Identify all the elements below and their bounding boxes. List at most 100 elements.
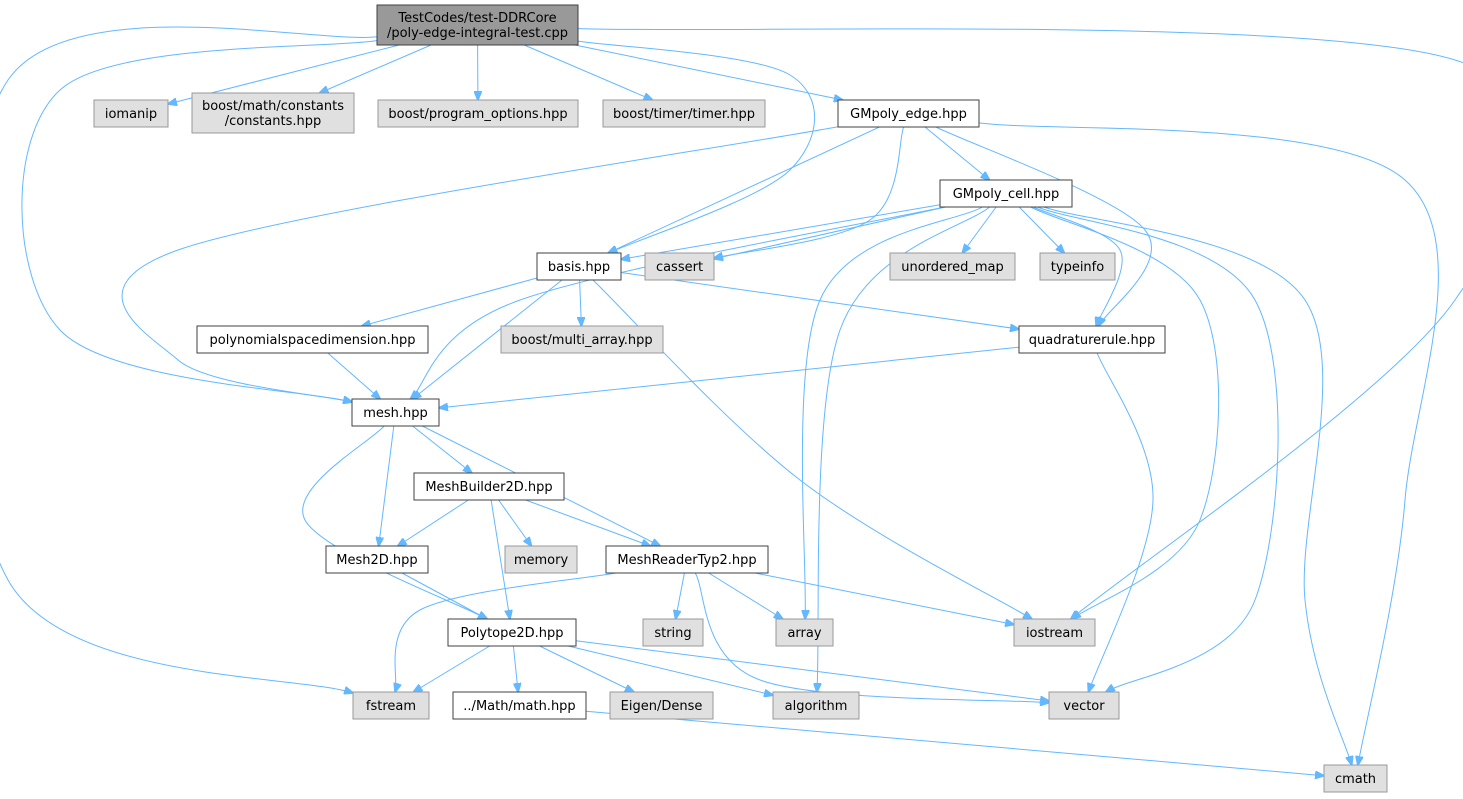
node-label-typeinfo: typeinfo xyxy=(1051,260,1104,275)
node-label-cmath: cmath xyxy=(1335,772,1376,787)
node-label-constants: /constants.hpp xyxy=(225,114,322,129)
node-box-constants xyxy=(191,92,355,134)
node-label-eigen: Eigen/Dense xyxy=(621,699,703,714)
edge-gmpoly_cell-to-cmath xyxy=(1043,206,1352,765)
node-root: TestCodes/test-DDRCore/poly-edge-integra… xyxy=(376,4,579,46)
node-eigen: Eigen/Dense xyxy=(609,691,714,720)
node-box-mesh xyxy=(351,398,440,427)
node-box-iomanip xyxy=(93,99,169,128)
node-meshreader[interactable]: MeshReaderTyp2.hpp xyxy=(605,545,769,574)
node-label-string: string xyxy=(654,626,691,641)
edge-meshreader-to-string xyxy=(676,572,685,619)
node-mesh2d[interactable]: Mesh2D.hpp xyxy=(325,545,429,574)
edge-meshbuilder-to-mesh2d xyxy=(398,499,469,546)
edge-polyspacedim-to-mesh xyxy=(327,352,380,399)
node-program_options: boost/program_options.hpp xyxy=(377,99,579,128)
node-label-iomanip: iomanip xyxy=(105,107,157,122)
node-array: array xyxy=(775,618,834,647)
edge-root-to-timer xyxy=(524,44,652,100)
node-unordered_map: unordered_map xyxy=(889,252,1016,281)
node-label-quadrature: quadraturerule.hpp xyxy=(1029,333,1155,348)
node-box-fstream xyxy=(352,691,430,720)
nodes-layer: TestCodes/test-DDRCore/poly-edge-integra… xyxy=(93,4,1388,793)
edge-gmpoly_edge-to-cmath xyxy=(978,122,1439,765)
edge-polytope-to-fstream xyxy=(413,645,490,692)
node-label-polytope: Polytope2D.hpp xyxy=(460,626,563,641)
node-box-gmpoly_cell xyxy=(939,179,1073,208)
node-label-memory: memory xyxy=(514,553,569,568)
node-algorithm: algorithm xyxy=(772,691,860,720)
node-constants: boost/math/constants/constants.hpp xyxy=(191,92,355,134)
node-string: string xyxy=(642,618,704,647)
edge-gmpoly_cell-to-cassert xyxy=(714,206,946,259)
edge-mathhpp-to-cmath xyxy=(585,710,1324,775)
node-label-unordered_map: unordered_map xyxy=(901,260,1004,275)
node-box-cmath xyxy=(1323,764,1388,793)
edge-gmpoly_edge-to-gmpoly_cell xyxy=(924,126,990,180)
node-mesh[interactable]: mesh.hpp xyxy=(351,398,440,427)
node-gmpoly_edge[interactable]: GMpoly_edge.hpp xyxy=(837,99,980,128)
node-timer: boost/timer/timer.hpp xyxy=(602,99,766,128)
node-multi_array: boost/multi_array.hpp xyxy=(500,325,664,354)
node-box-unordered_map xyxy=(889,252,1016,281)
node-label-meshreader: MeshReaderTyp2.hpp xyxy=(617,553,756,568)
node-label-cassert: cassert xyxy=(656,260,703,275)
edge-gmpoly_cell-to-mesh xyxy=(410,206,945,399)
edge-basis-to-multi_array xyxy=(580,279,582,326)
edge-basis-to-polyspacedim xyxy=(362,277,538,326)
edge-gmpoly_cell-to-iostream xyxy=(1030,206,1220,619)
edge-gmpoly_cell-to-quadrature xyxy=(1032,206,1123,326)
edge-quadrature-to-mesh xyxy=(439,346,1020,408)
edge-gmpoly_cell-to-typeinfo xyxy=(1018,206,1064,253)
node-memory: memory xyxy=(504,545,578,574)
edge-gmpoly_cell-to-algorithm xyxy=(817,206,990,692)
node-box-polytope xyxy=(447,618,577,647)
node-quadrature[interactable]: quadraturerule.hpp xyxy=(1018,325,1166,354)
node-meshbuilder[interactable]: MeshBuilder2D.hpp xyxy=(413,472,565,501)
node-label-root: TestCodes/test-DDRCore xyxy=(397,11,556,26)
node-label-fstream: fstream xyxy=(366,699,416,714)
node-polytope[interactable]: Polytope2D.hpp xyxy=(447,618,577,647)
edge-root-to-constants xyxy=(320,44,432,93)
edge-meshreader-to-vector xyxy=(694,572,1049,703)
edge-quadrature-to-vector xyxy=(1089,352,1154,692)
node-box-memory xyxy=(504,545,578,574)
edge-mesh-to-polytope xyxy=(302,425,488,619)
node-label-polyspacedim: polynomialspacedimension.hpp xyxy=(210,333,416,348)
edge-gmpoly_cell-to-vector xyxy=(1037,206,1279,692)
node-vector: vector xyxy=(1048,691,1120,720)
edge-meshbuilder-to-memory xyxy=(498,499,532,546)
edge-gmpoly_edge-to-mesh xyxy=(121,126,839,402)
node-label-algorithm: algorithm xyxy=(785,699,848,714)
node-mathhpp[interactable]: ../Math/math.hpp xyxy=(452,691,587,720)
node-box-algorithm xyxy=(772,691,860,720)
node-label-array: array xyxy=(787,626,821,641)
edge-root-to-mesh xyxy=(21,40,378,402)
edge-mesh-to-meshbuilder xyxy=(412,425,472,473)
edge-polytope-to-vector xyxy=(575,640,1049,701)
node-gmpoly_cell[interactable]: GMpoly_cell.hpp xyxy=(939,179,1073,208)
node-box-array xyxy=(775,618,834,647)
edge-meshreader-to-fstream xyxy=(395,572,616,692)
node-box-basis xyxy=(536,252,622,281)
node-box-eigen xyxy=(609,691,714,720)
node-polyspacedim[interactable]: polynomialspacedimension.hpp xyxy=(196,325,429,354)
node-box-quadrature xyxy=(1018,325,1166,354)
node-fstream: fstream xyxy=(352,691,430,720)
node-label-program_options: boost/program_options.hpp xyxy=(388,107,567,122)
edge-gmpoly_cell-to-unordered_map xyxy=(962,206,997,253)
node-basis[interactable]: basis.hpp xyxy=(536,252,622,281)
edge-root-to-iostream xyxy=(577,28,1463,619)
edge-root-to-basis xyxy=(577,40,816,253)
node-box-mathhpp xyxy=(452,691,587,720)
edge-basis-to-mesh xyxy=(413,279,563,399)
edge-gmpoly_cell-to-basis xyxy=(621,204,941,259)
edge-basis-to-quadrature xyxy=(620,272,1019,330)
edge-gmpoly_edge-to-cassert xyxy=(714,126,905,258)
node-box-program_options xyxy=(377,99,579,128)
node-label-multi_array: boost/multi_array.hpp xyxy=(511,333,652,348)
node-iomanip: iomanip xyxy=(93,99,169,128)
node-box-mesh2d xyxy=(325,545,429,574)
node-box-typeinfo xyxy=(1039,252,1116,281)
